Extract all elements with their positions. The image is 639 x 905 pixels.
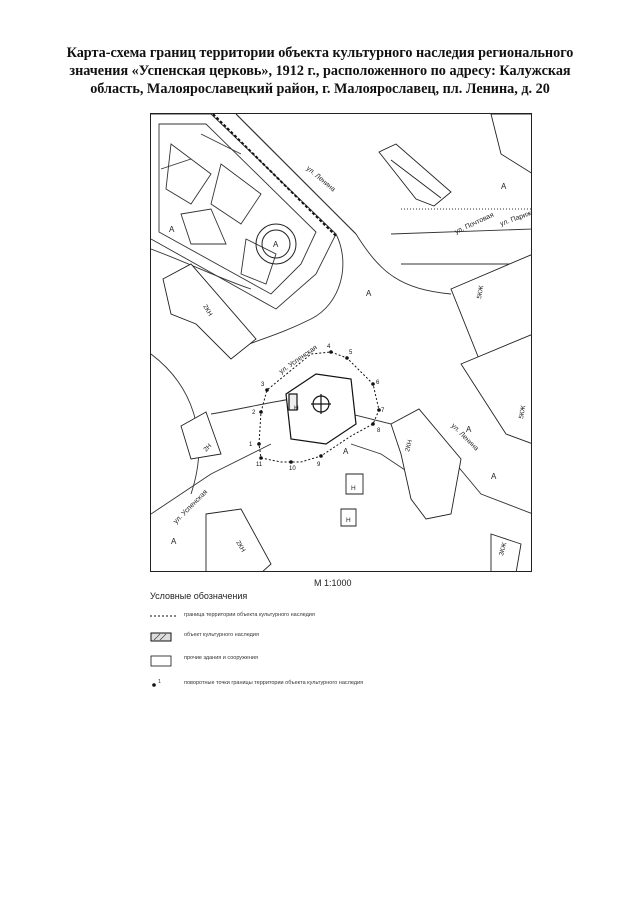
road-mark: А	[466, 425, 472, 434]
building-label: Н	[294, 405, 299, 412]
road-mark: А	[501, 182, 507, 191]
boundary-point-label: 9	[317, 462, 321, 468]
road-mark: А	[169, 225, 175, 234]
title-line-2: значения «Успенская церковь», 1912 г., р…	[69, 63, 571, 79]
boundary-point-label: 7	[381, 408, 385, 414]
building-label: 5КЖ	[518, 405, 527, 419]
boundary-point-label: 8	[377, 428, 381, 434]
road-mark: А	[343, 447, 349, 456]
legend-item-heritage-object: объект культурного наследия	[150, 632, 450, 644]
map-title: Карта-схема границ территории объекта ку…	[40, 44, 600, 98]
map-drawing: ул. Ленина ул. Почтовая ул. Парижс ул. У…	[151, 114, 532, 571]
title-line-3: область, Малоярославецкий район, г. Мало…	[90, 81, 550, 97]
street-pochtovaya: ул. Почтовая	[454, 212, 495, 236]
building-label: Н	[351, 485, 356, 492]
boundary-point-label: 3	[261, 382, 265, 388]
building-label: 3КЖ	[498, 542, 508, 557]
boundary-symbol-icon	[150, 615, 178, 617]
site-plan-map: ул. Ленина ул. Почтовая ул. Парижс ул. У…	[150, 113, 532, 572]
building-label: 2КН	[404, 439, 414, 453]
heritage-hatch-icon	[150, 632, 172, 642]
legend-title: Условные обозначения	[150, 591, 248, 601]
street-lenina-bottom: ул. Ленина	[450, 422, 480, 452]
building-label: Н	[346, 517, 351, 524]
turning-point-icon	[152, 683, 156, 687]
legend-item-other-buildings: прочие здания и сооружения	[150, 655, 450, 667]
boundary-point-label: 11	[256, 462, 263, 468]
monument-mark: А	[273, 240, 279, 249]
church-object	[285, 373, 357, 445]
map-scale: М 1:1000	[314, 578, 352, 588]
street-uspenskaya-bottom: ул. Успенская	[172, 489, 209, 526]
street-parizhskaya: ул. Парижс	[499, 209, 532, 228]
street-lenina-top: ул. Ленина	[305, 165, 337, 193]
road-mark: А	[171, 537, 177, 546]
legend-item-turning-points: 1 поворотные точки границы территории об…	[150, 679, 470, 690]
street-uspenskaya-mid: ул. Успенская	[278, 344, 319, 376]
building-label: 5КЖ	[476, 285, 485, 299]
boundary-point-label: 4	[327, 344, 331, 350]
building-label: 2Н	[202, 442, 213, 453]
boundary-point-label: 2	[252, 410, 256, 416]
title-line-1: Карта-схема границ территории объекта ку…	[66, 45, 574, 61]
road-mark: А	[366, 289, 372, 298]
boundary-point-label: 10	[289, 466, 296, 472]
road-mark: А	[491, 472, 497, 481]
boundary-point-label: 6	[376, 380, 380, 386]
boundary-point-label: 5	[349, 350, 353, 356]
legend-item-boundary: граница территории объекта культурного н…	[150, 612, 450, 622]
building-outline-icon	[150, 655, 172, 667]
boundary-point-label: 1	[249, 442, 253, 448]
